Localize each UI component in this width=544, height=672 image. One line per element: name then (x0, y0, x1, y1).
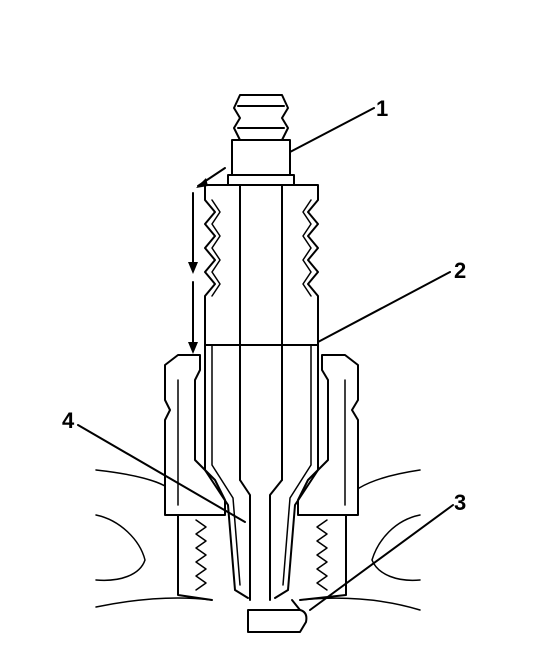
ground-electrode (247, 599, 308, 633)
leader-3 (309, 504, 454, 611)
terminal-nut (227, 94, 295, 186)
callout-labels: 1 2 3 4 (62, 96, 466, 515)
shell-threads (195, 519, 328, 591)
leader-4 (77, 424, 246, 523)
leader-2 (317, 271, 451, 343)
cylinder-head (95, 469, 421, 611)
insulator (204, 184, 319, 601)
callout-leaders (77, 107, 454, 611)
callout-2: 2 (454, 258, 466, 283)
leader-1 (289, 107, 375, 153)
gasket-arrows (188, 167, 226, 354)
callout-1: 1 (376, 96, 388, 121)
metal-shell (164, 344, 359, 599)
callout-3: 3 (454, 490, 466, 515)
callout-4: 4 (62, 408, 75, 433)
